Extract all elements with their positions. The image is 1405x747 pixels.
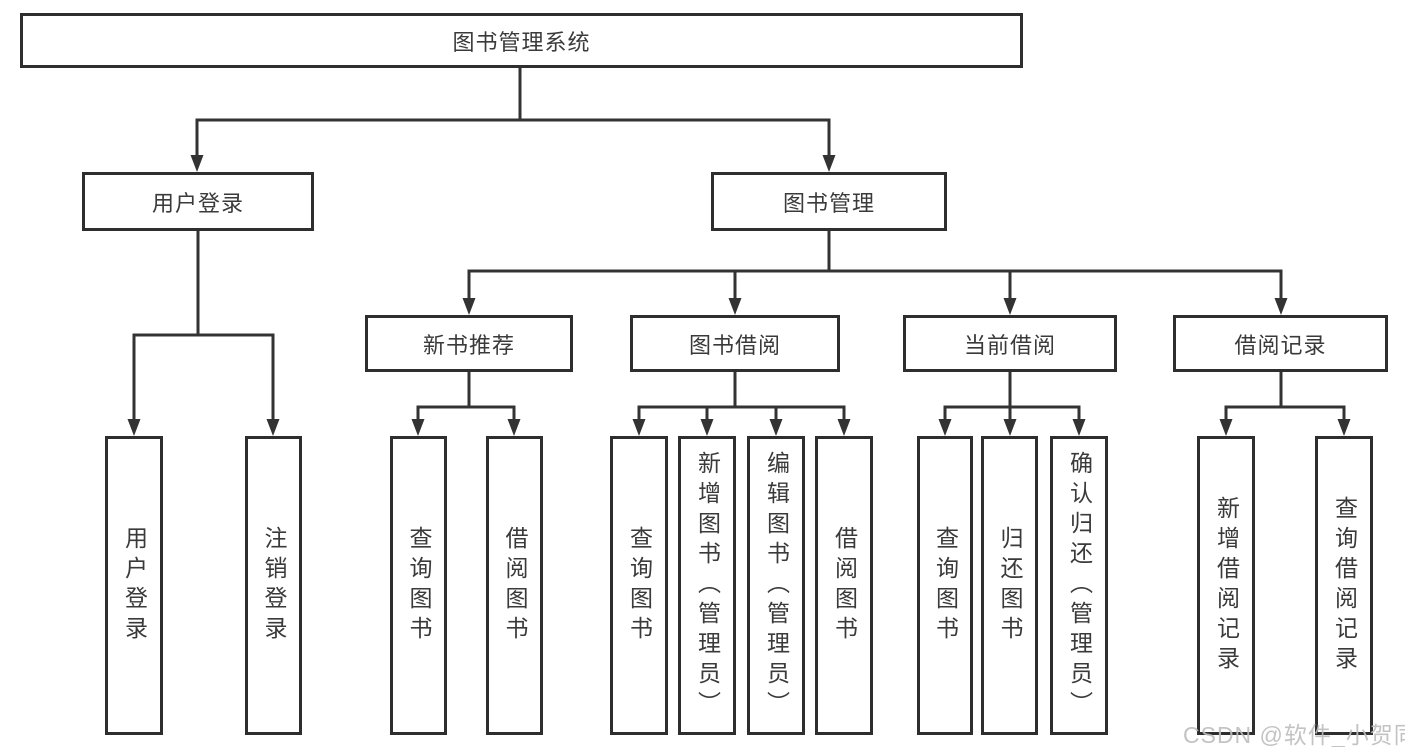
node-current-borrowing: 当前借阅 bbox=[903, 315, 1117, 372]
node-book-borrowing: 图书借阅 bbox=[630, 315, 840, 372]
node-borrowing-records-label: 借阅记录 bbox=[1234, 332, 1327, 358]
connector-segments bbox=[132, 68, 1346, 422]
leaf-confirm-return-admin: 确认归还（管理员） bbox=[1050, 436, 1108, 735]
leaf-add-borrow-record: 新增借阅记录 bbox=[1197, 436, 1255, 735]
leaf-return-book: 归还图书 bbox=[981, 436, 1038, 735]
leaf-query-books-current: 查询图书 bbox=[917, 436, 973, 735]
leaf-borrow-books-borrowing-label: 借阅图书 bbox=[831, 525, 858, 646]
leaf-edit-book-admin-label: 编辑图书（管理员） bbox=[763, 450, 790, 721]
leaf-logout: 注销登录 bbox=[245, 436, 302, 735]
leaf-return-book-label: 归还图书 bbox=[997, 525, 1023, 646]
node-book-management-label: 图书管理 bbox=[782, 190, 875, 216]
leaf-confirm-return-admin-label: 确认归还（管理员） bbox=[1066, 450, 1093, 721]
leaf-query-books-current-label: 查询图书 bbox=[932, 525, 959, 646]
leaf-add-borrow-record-label: 新增借阅记录 bbox=[1213, 495, 1240, 676]
node-new-book-recommend: 新书推荐 bbox=[365, 315, 573, 372]
node-user-login: 用户登录 bbox=[82, 172, 314, 231]
leaf-edit-book-admin: 编辑图书（管理员） bbox=[747, 436, 805, 735]
leaf-query-borrow-record: 查询借阅记录 bbox=[1315, 436, 1373, 735]
node-book-borrowing-label: 图书借阅 bbox=[688, 332, 781, 358]
leaf-query-books-recommend: 查询图书 bbox=[390, 436, 447, 735]
node-user-login-label: 用户登录 bbox=[151, 190, 244, 216]
node-root-label: 图书管理系统 bbox=[452, 29, 591, 55]
watermark: CSDN @软件_小贺同学 bbox=[1183, 722, 1405, 747]
leaf-add-book-admin-label: 新增图书（管理员） bbox=[694, 450, 721, 721]
leaf-borrow-books-borrowing: 借阅图书 bbox=[815, 436, 873, 735]
node-new-book-recommend-label: 新书推荐 bbox=[422, 332, 515, 358]
node-borrowing-records: 借阅记录 bbox=[1173, 315, 1388, 372]
node-current-borrowing-label: 当前借阅 bbox=[963, 332, 1056, 358]
node-book-management: 图书管理 bbox=[711, 172, 947, 231]
leaf-logout-label: 注销登录 bbox=[261, 525, 287, 646]
leaf-borrow-books-recommend: 借阅图书 bbox=[486, 436, 543, 735]
leaf-borrow-books-recommend-label: 借阅图书 bbox=[502, 525, 528, 646]
leaf-query-books-recommend-label: 查询图书 bbox=[406, 525, 432, 646]
leaf-add-book-admin: 新增图书（管理员） bbox=[678, 436, 736, 735]
leaf-query-books-borrowing: 查询图书 bbox=[610, 436, 668, 735]
leaf-user-login-label: 用户登录 bbox=[121, 525, 148, 646]
leaf-query-borrow-record-label: 查询借阅记录 bbox=[1331, 495, 1358, 676]
node-root: 图书管理系统 bbox=[20, 13, 1023, 68]
leaf-user-login: 用户登录 bbox=[105, 436, 163, 735]
leaf-query-books-borrowing-label: 查询图书 bbox=[626, 525, 653, 646]
